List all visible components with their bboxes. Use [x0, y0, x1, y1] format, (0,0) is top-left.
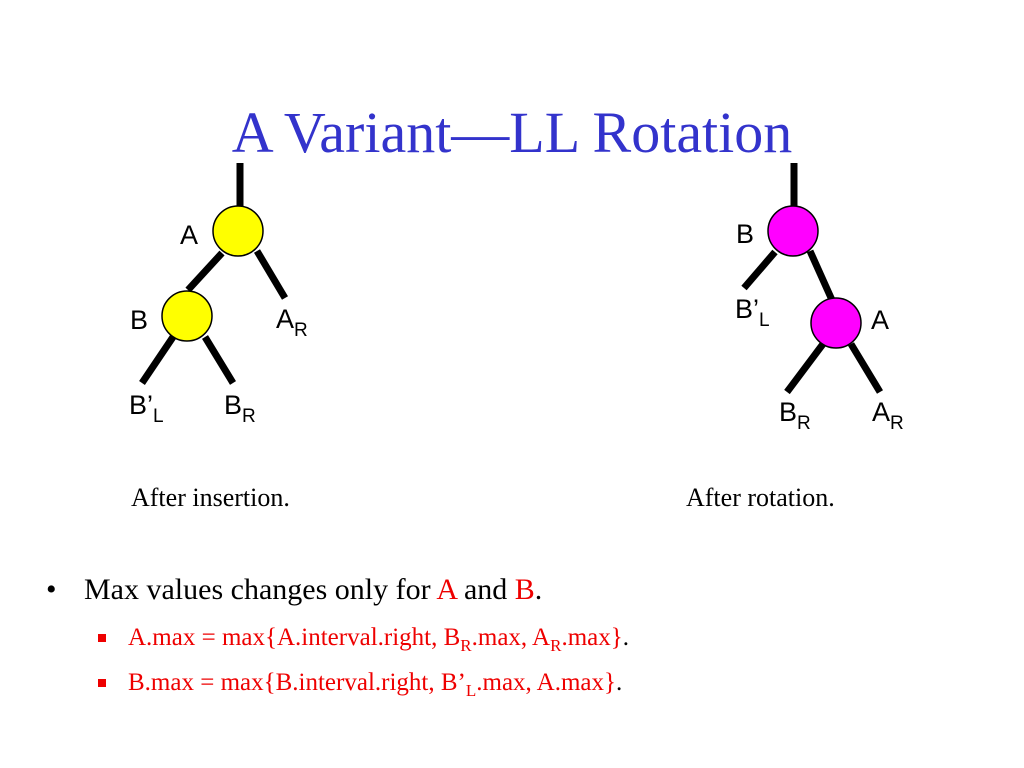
right-label-bl: B’L	[735, 294, 770, 331]
right-label-ar: AR	[872, 397, 904, 434]
right-node-a	[810, 297, 862, 349]
right-edge-b-bl	[741, 249, 778, 291]
right-label-br: BR	[779, 397, 811, 434]
right-node-b	[767, 205, 819, 257]
right-edge-b-a	[806, 249, 836, 302]
left-label-b: B	[130, 305, 148, 335]
right-label-b: B	[736, 219, 754, 249]
highlight-a: A	[436, 573, 457, 606]
left-edge-a-ar	[253, 249, 289, 300]
left-label-ar: AR	[276, 304, 308, 341]
right-label-a: A	[871, 305, 889, 335]
left-edge-b-bl	[139, 335, 176, 385]
right-caption: After rotation.	[686, 483, 835, 512]
left-caption: After insertion.	[131, 483, 290, 512]
right-edge-a-ar	[848, 342, 883, 394]
left-edge-a-b	[185, 250, 225, 293]
slide-title: A Variant—LL Rotation	[231, 100, 793, 165]
left-label-bl: B’L	[129, 390, 164, 427]
right-edge-a-br	[784, 341, 826, 395]
left-node-a	[212, 205, 264, 257]
highlight-b: B	[514, 573, 535, 606]
left-edge-b-br	[202, 335, 236, 385]
sub-bullet-a-max-text: A.max = max{A.interval.right, BR.max, AR…	[128, 624, 629, 655]
bullet-main-text: Max values changes only for A and B.	[84, 573, 543, 606]
left-tree: A B AR B’L BR	[129, 163, 308, 427]
left-label-a: A	[180, 220, 198, 250]
left-node-b	[161, 290, 213, 342]
left-label-br: BR	[224, 390, 256, 427]
sub-bullet-b-max-text: B.max = max{B.interval.right, B’L.max, A…	[128, 669, 623, 700]
right-tree: B A B’L BR AR	[735, 163, 904, 434]
square-bullet-icon	[98, 679, 106, 687]
square-bullet-icon	[98, 634, 106, 642]
bullet-dot-icon: •	[46, 573, 57, 606]
